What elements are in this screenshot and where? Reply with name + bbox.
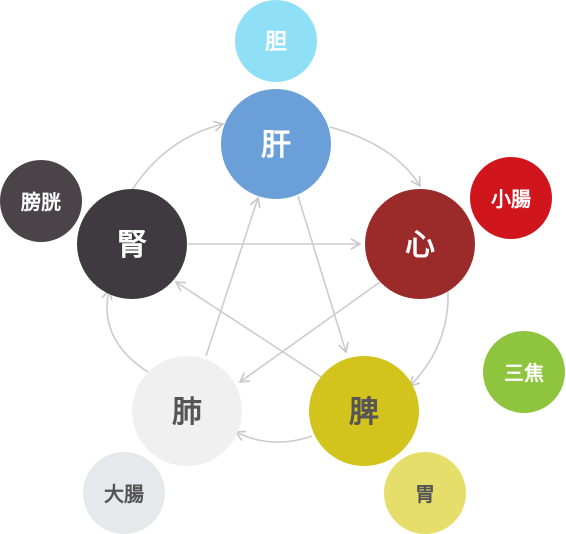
stomach-node: 胃 xyxy=(384,452,466,534)
arrow-lung-to-kidney xyxy=(101,288,149,373)
gallbladder-label: 胆 xyxy=(265,30,287,55)
generation-cycle xyxy=(101,120,449,443)
bladder-node: 膀胱 xyxy=(0,160,82,242)
kidney-label: 腎 xyxy=(117,228,147,263)
arrow-liver-to-spleen xyxy=(297,195,349,354)
arrow-liver-to-heart xyxy=(329,126,421,188)
small-intestine-label: 小腸 xyxy=(491,187,531,211)
spleen-node: 脾 xyxy=(309,356,419,466)
arrow-lung-to-liver xyxy=(205,196,261,357)
control-cycle xyxy=(174,195,381,383)
triple-burner-label: 三焦 xyxy=(504,361,544,385)
arrow-spleen-to-lung xyxy=(234,430,313,443)
stomach-label: 胃 xyxy=(415,482,435,506)
triple-burner-node: 三焦 xyxy=(483,331,565,413)
kidney-node: 腎 xyxy=(77,189,187,299)
liver-node: 肝 xyxy=(221,89,331,199)
large-intestine-node: 大腸 xyxy=(83,452,165,534)
liver-label: 肝 xyxy=(261,128,291,163)
heart-label: 心 xyxy=(405,228,435,263)
arrow-heart-to-spleen xyxy=(408,289,449,388)
bladder-label: 膀胱 xyxy=(20,190,61,214)
arrow-heart-to-lung xyxy=(238,281,381,383)
arrow-kidney-to-liver xyxy=(131,120,225,191)
lung-label: 肺 xyxy=(172,395,202,430)
heart-node: 心 xyxy=(365,189,475,299)
lung-node: 肺 xyxy=(132,356,242,466)
spleen-label: 脾 xyxy=(349,395,379,430)
small-intestine-node: 小腸 xyxy=(470,157,552,239)
gallbladder-node: 胆 xyxy=(235,0,317,82)
arrow-spleen-to-kidney xyxy=(174,281,327,381)
large-intestine-label: 大腸 xyxy=(104,482,144,506)
